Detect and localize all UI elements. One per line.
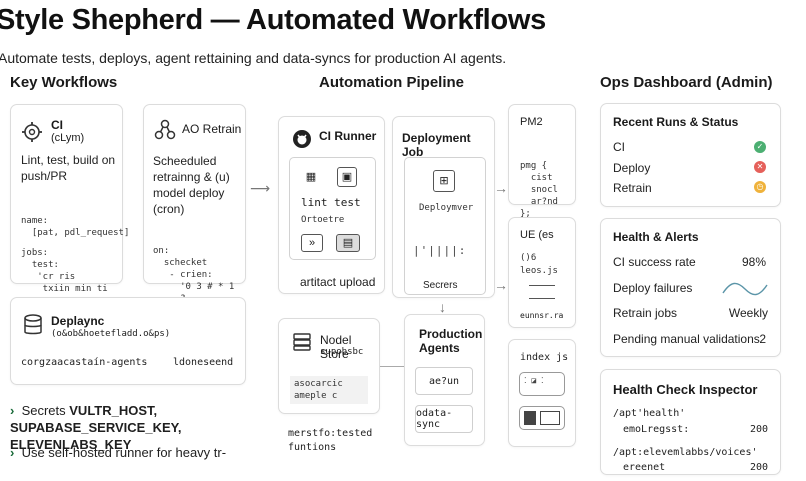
inspector-path-1: /apt'health' <box>613 408 686 419</box>
production-title: Production Agents <box>419 327 483 355</box>
ue-divider-2 <box>529 298 555 299</box>
deployment-footer: Secrers <box>423 280 458 291</box>
run-label-ci: CI <box>613 140 625 154</box>
flow-icon <box>154 119 176 141</box>
deploy-subtitle: (o&ob&hoetefladd.o&ps) <box>51 329 171 339</box>
ci-subtitle: (cLym) <box>51 132 85 144</box>
index-preview-2-block <box>524 411 536 425</box>
section-ops-dashboard: Ops Dashboard (Admin) <box>600 74 773 91</box>
health-deploy-label: Deploy failures <box>613 281 693 295</box>
inspector-value-2: 200 <box>749 462 768 473</box>
deploy-status: ldoneseend <box>173 357 234 368</box>
ci-description: Lint, test, build on push/PR <box>21 153 116 183</box>
model-store-title: Nodel Store <box>320 333 352 361</box>
ue-card[interactable]: UE (es ()6 leos.js eunnsr.ra <box>508 217 576 328</box>
health-alerts-card[interactable]: Health & Alerts CI success rate 98% Depl… <box>600 218 781 357</box>
index-preview-2-frame <box>540 411 560 425</box>
runner-title: CI Runner <box>319 129 377 143</box>
ci-title: CI <box>51 118 63 132</box>
section-automation-pipeline: Automation Pipeline <box>319 74 465 91</box>
deploy-failures-sparkline <box>721 279 769 299</box>
health-title: Health & Alerts <box>613 230 699 244</box>
terminal-icon[interactable]: ▤ <box>336 234 360 252</box>
retrain-title: AO Retrain <box>182 122 242 136</box>
deployment-progress: |'||||: <box>413 244 467 257</box>
page-subtitle: Automate tests, deploys, agent rettainin… <box>0 50 507 66</box>
inspector-sub-2: ereenet <box>623 462 666 473</box>
ue-footer: eunnsr.ra <box>520 311 564 320</box>
health-pending-value: 2 <box>759 332 766 346</box>
runner-steps: ▦ ▣ lint test Ortoetre » ▤ <box>289 157 376 260</box>
deploy-title: Deplaync <box>51 314 105 328</box>
deploy-box-icon: ⊞ <box>433 170 455 192</box>
recent-runs-card[interactable]: Recent Runs & Status CI ✓ Deploy ✕ Retra… <box>600 103 781 207</box>
runner-footer: artitact upload <box>300 275 376 289</box>
production-agents-card[interactable]: Production Agents ae?un odata-sync <box>404 314 485 446</box>
health-retrain-value: Weekly <box>728 306 768 320</box>
health-ci-value: 98% <box>741 255 766 269</box>
health-pending-label: Pending manual validations <box>613 332 760 346</box>
production-agent-item[interactable]: ae?un <box>415 367 473 395</box>
retrain-description: Scheeduled retrainng & (u) model deploy … <box>153 154 230 216</box>
server-icon <box>293 333 311 351</box>
ue-title: UE (es <box>520 229 554 241</box>
deployment-label: Deploymver <box>419 203 474 213</box>
health-retrain-label: Retrain jobs <box>613 306 678 320</box>
runner-step-sub: Ortoetre <box>301 215 345 225</box>
deployment-job-title: Deployment Job <box>402 131 471 159</box>
check-icon: ✓ <box>754 141 766 153</box>
arrow-right-2: → <box>494 277 508 293</box>
database-icon <box>23 314 43 336</box>
production-sync-item[interactable]: odata-sync <box>415 405 473 433</box>
section-key-workflows: Key Workflows <box>10 74 118 91</box>
deploy-target: corgzaacastaín-agents <box>21 357 148 368</box>
health-inspector-card[interactable]: Health Check Inspector /apt'health' emoL… <box>600 369 781 475</box>
box-icon: ▣ <box>337 167 357 187</box>
ue-line2: leos.js <box>520 266 558 276</box>
index-preview-2 <box>519 406 565 430</box>
pm2-title: PM2 <box>520 116 543 128</box>
note-secrets: › Secrets VULTR_HOST, SUPABASE_SERVICE_K… <box>10 403 182 452</box>
runner-step-name: lint test <box>301 196 361 209</box>
pm2-card[interactable]: PM2 pmg { cist snocl ar?nd}; <box>508 104 576 219</box>
deployment-job-inner: ⊞ Deploymver |'||||: Secrers <box>404 157 486 295</box>
retrain-workflow-card[interactable]: AO Retrain Scheeduled retrainng & (u) mo… <box>143 104 246 304</box>
arrow-icon: ⟶ <box>250 180 271 196</box>
pm2-code: pmg { cist snocl ar?nd}; <box>520 161 558 219</box>
recent-runs-title: Recent Runs & Status <box>613 115 739 129</box>
page-title: Style Shepherd — Automated Workflows <box>0 4 546 36</box>
health-ci-label: CI success rate <box>613 255 696 269</box>
inspector-path-2: /apt:elevemlabbs/voices' <box>613 447 758 458</box>
clock-icon: ◷ <box>754 181 766 193</box>
inspector-value-1: 200 <box>749 424 768 435</box>
ue-line1: ()6 <box>520 253 537 263</box>
x-icon: ✕ <box>754 161 766 173</box>
chip-icon: ▦ <box>301 167 321 187</box>
ci-runner-card[interactable]: CI Runner ▦ ▣ lint test Ortoetre » ▤ art… <box>278 116 385 294</box>
deployment-job-card[interactable]: Deployment Job ⊞ Deploymver |'||||: Secr… <box>392 116 495 298</box>
forward-icon[interactable]: » <box>301 234 323 252</box>
index-preview-1: ⁚ ◪ ⁚ <box>519 372 565 396</box>
inspector-sub-1: emoLregsst: <box>623 424 690 435</box>
run-label-retrain: Retrain <box>613 181 652 195</box>
inspector-title: Health Check Inspector <box>613 382 758 397</box>
arrow-right-1: → <box>494 180 508 196</box>
index-js-card[interactable]: index js ⁚ ◪ ⁚ <box>508 339 576 447</box>
index-title: index js <box>520 352 569 363</box>
github-icon <box>292 129 312 149</box>
model-store-subtitle: supobsbc <box>320 347 364 357</box>
ci-code: name: [pat, pdl_request]jobs: test: 'cr … <box>21 216 130 294</box>
deploy-workflow-card[interactable]: Deplaync (o&ob&hoetefladd.o&ps) corgzaac… <box>10 297 246 385</box>
arrow-down: ↓ <box>439 299 446 315</box>
gear-icon <box>21 121 43 143</box>
run-label-deploy: Deploy <box>613 161 651 175</box>
ue-divider-1 <box>529 285 555 286</box>
connector-line <box>380 366 404 367</box>
note-runner: › Use self-hosted runner for heavy tr- <box>10 445 227 460</box>
index-preview-1-glyph: ⁚ ◪ ⁚ <box>524 376 544 385</box>
ci-workflow-card[interactable]: CI (cLym) Lint, test, build on push/PR n… <box>10 104 129 294</box>
